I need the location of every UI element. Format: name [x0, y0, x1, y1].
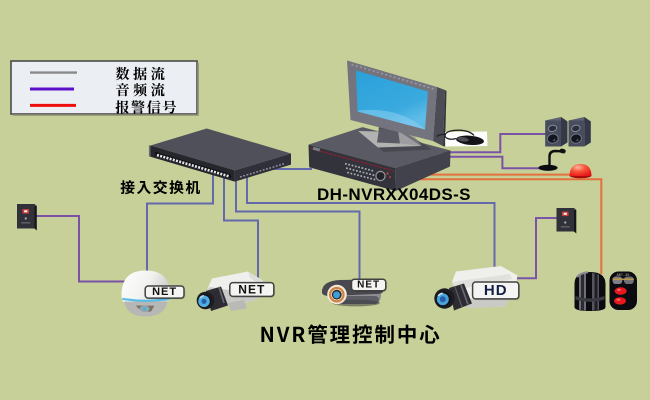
svg-text:HD: HD	[484, 282, 508, 299]
svg-text:NET: NET	[238, 283, 265, 297]
svg-text:NET: NET	[152, 286, 177, 298]
svg-text:DH-NVRXX04DS-S: DH-NVRXX04DS-S	[317, 185, 471, 204]
svg-text:ABT-30: ABT-30	[617, 274, 630, 278]
svg-text:NET: NET	[357, 279, 380, 290]
